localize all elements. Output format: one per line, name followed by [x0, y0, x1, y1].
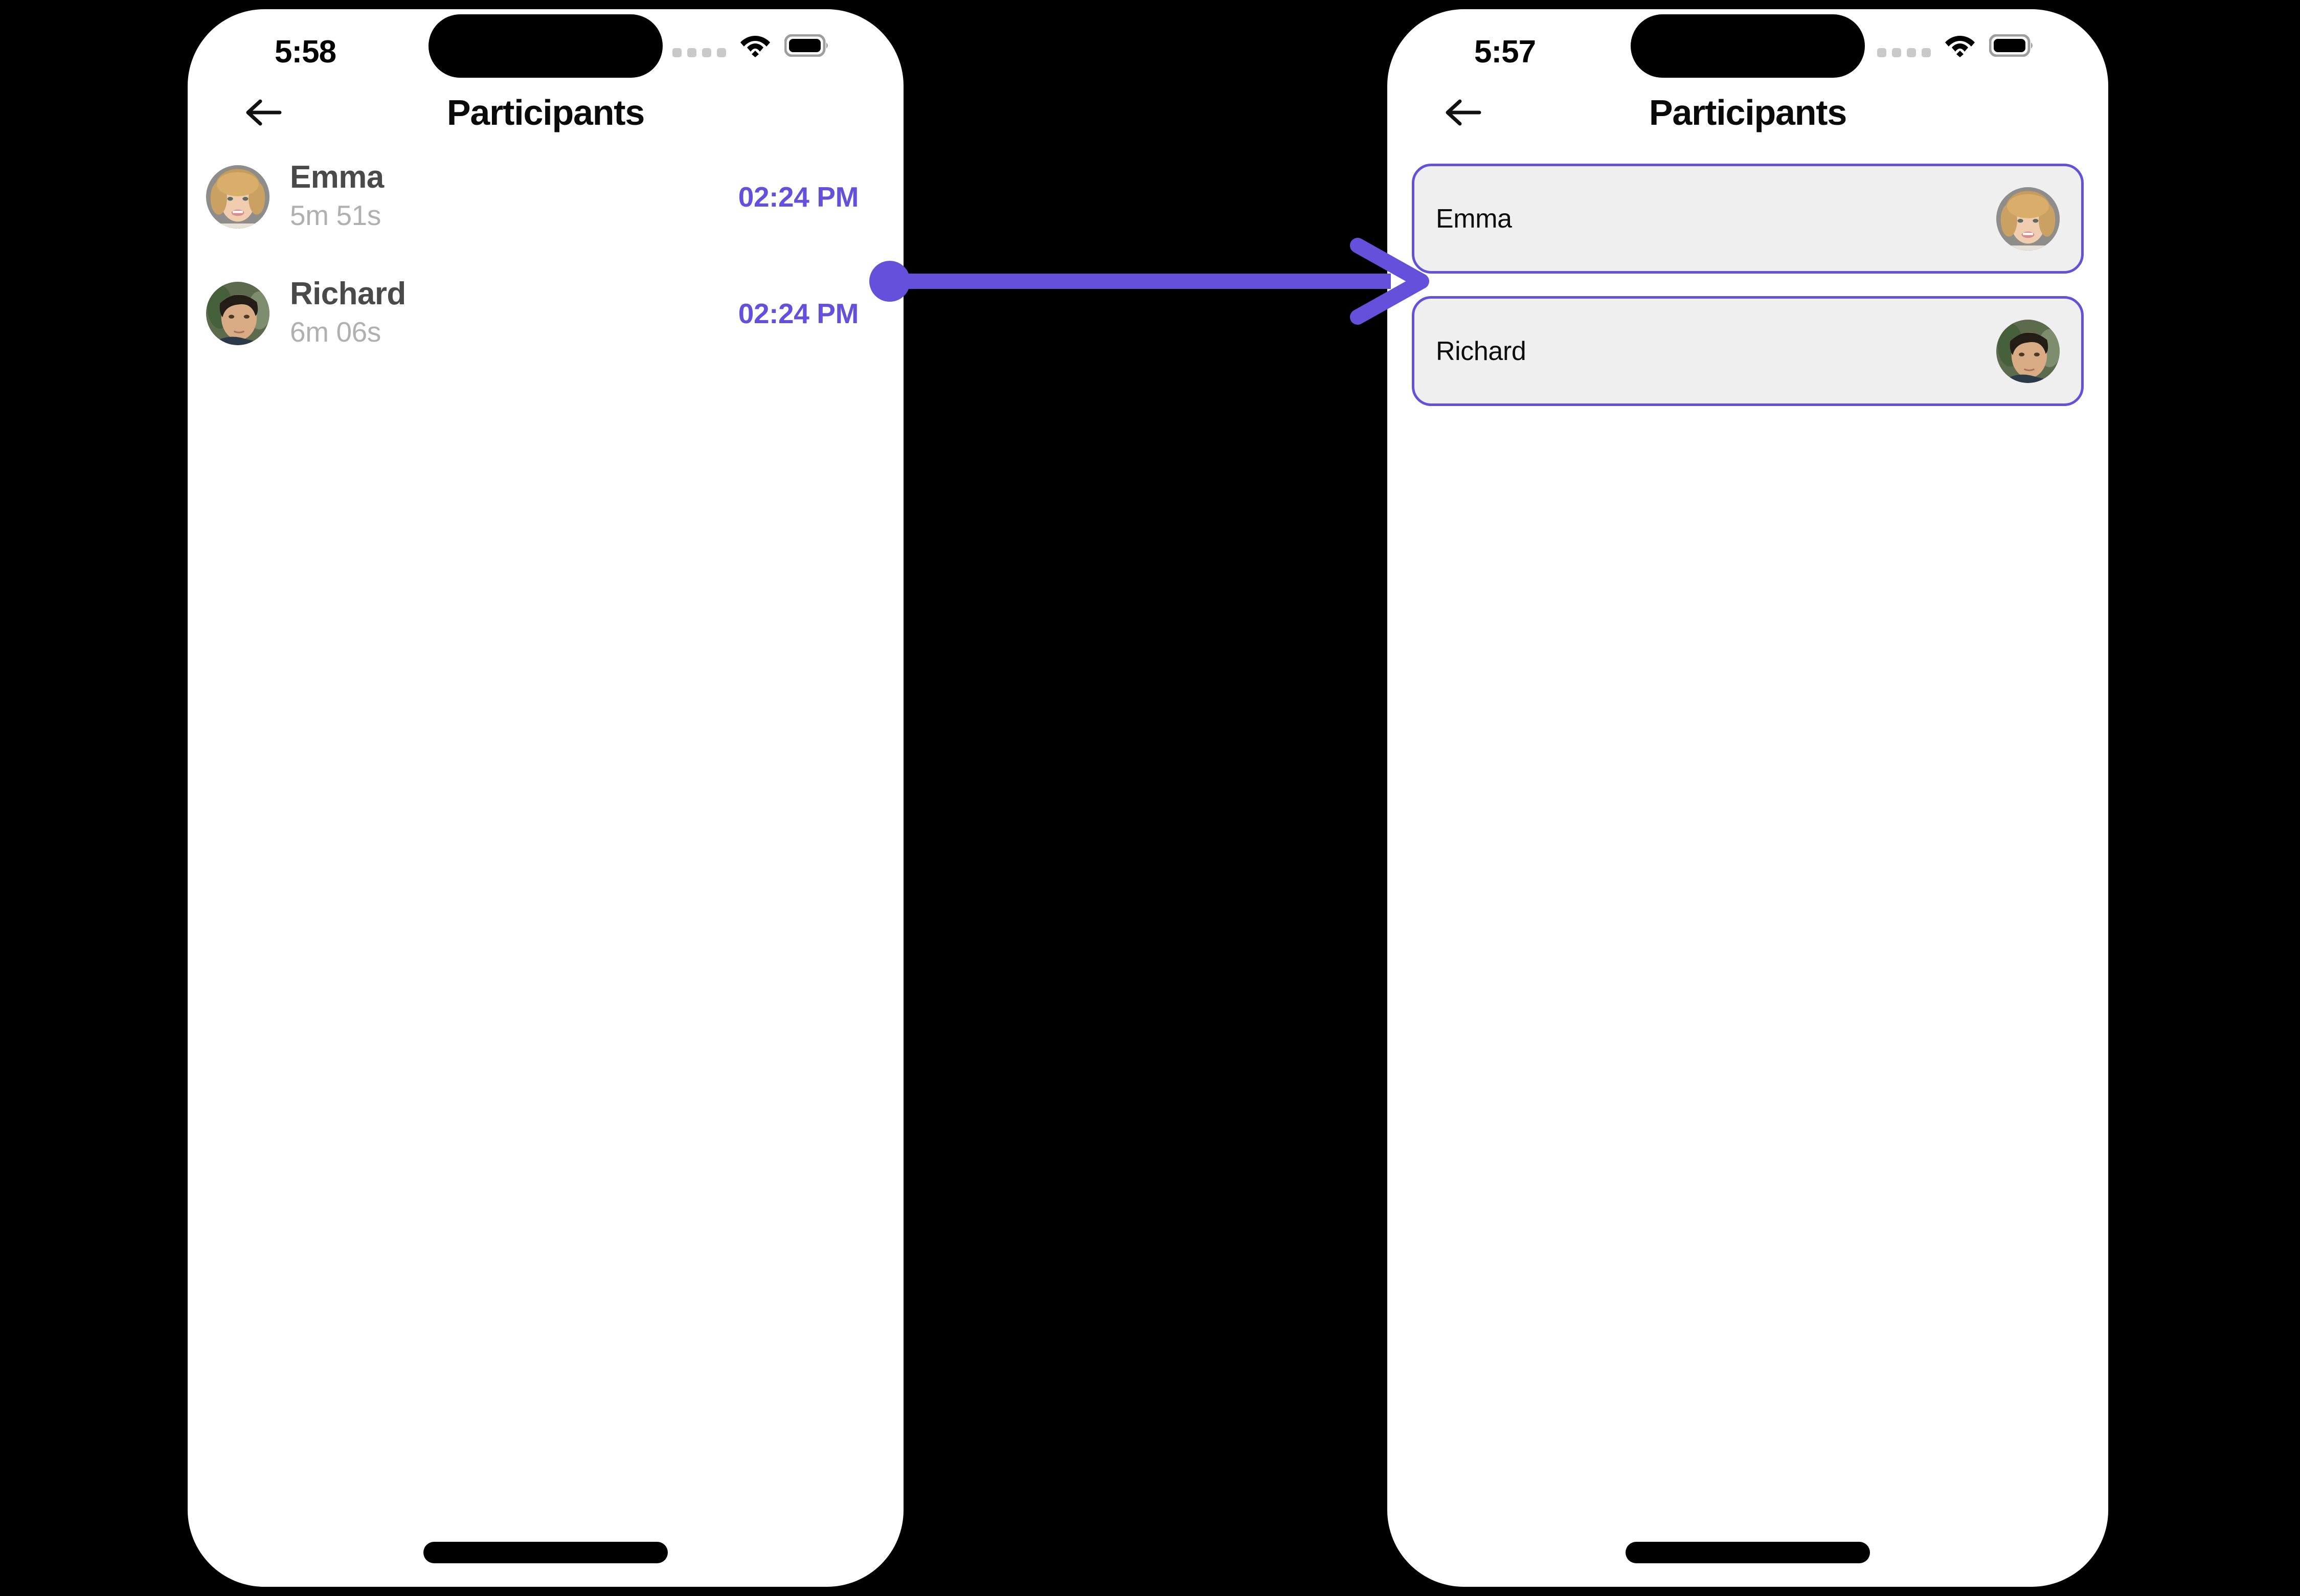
navigation-bar-right: Participants — [1387, 71, 2108, 147]
participants-card-list: Emma — [1387, 147, 2108, 406]
status-indicators — [672, 34, 829, 60]
page-title: Participants — [446, 93, 645, 132]
participant-row[interactable]: Richard 6m 06s 02:24 PM — [188, 275, 904, 352]
status-bar-left: 5:58 — [188, 9, 904, 78]
participant-name: Emma — [1436, 204, 1512, 234]
participant-name: Richard — [290, 276, 406, 312]
participant-duration: 5m 51s — [290, 199, 381, 232]
back-arrow-icon[interactable] — [1445, 97, 1481, 128]
participant-timestamp: 02:24 PM — [738, 298, 859, 329]
home-indicator — [423, 1542, 668, 1563]
battery-full-icon — [1989, 34, 2034, 59]
richard-avatar — [1996, 319, 2060, 383]
navigation-bar-left: Participants — [188, 71, 904, 147]
participant-row[interactable]: Emma 5m 51s 02:24 PM — [188, 159, 904, 235]
home-indicator — [1626, 1542, 1870, 1563]
cellular-dots-icon — [672, 37, 726, 57]
wifi-icon — [739, 34, 771, 60]
participant-info: Emma 5m 51s — [290, 160, 384, 233]
flow-connector-arrow — [864, 225, 1437, 338]
dynamic-island — [429, 14, 663, 78]
phone-screen-left: 5:58 — [188, 9, 904, 1587]
wifi-icon — [1944, 34, 1976, 60]
status-time: 5:58 — [275, 34, 336, 70]
participant-timestamp: 02:24 PM — [738, 181, 859, 213]
back-arrow-icon[interactable] — [245, 97, 282, 128]
status-indicators — [1877, 34, 2034, 60]
status-time: 5:57 — [1474, 34, 1536, 70]
phone-screen-right: 5:57 — [1387, 9, 2108, 1587]
dynamic-island — [1631, 14, 1865, 78]
cellular-dots-icon — [1877, 37, 1931, 57]
participant-name: Emma — [290, 160, 384, 195]
participant-card[interactable]: Emma — [1412, 164, 2084, 274]
participant-duration: 6m 06s — [290, 316, 381, 348]
emma-avatar — [206, 165, 269, 229]
richard-avatar — [206, 282, 269, 345]
status-bar-right: 5:57 — [1387, 9, 2108, 78]
participant-name: Richard — [1436, 336, 1526, 366]
emma-avatar — [1996, 187, 2060, 251]
participant-info: Richard 6m 06s — [290, 277, 406, 350]
participants-list: Emma 5m 51s 02:24 PM — [188, 147, 904, 352]
participant-card[interactable]: Richard — [1412, 296, 2084, 406]
page-title: Participants — [1649, 93, 1847, 132]
battery-full-icon — [784, 34, 829, 59]
